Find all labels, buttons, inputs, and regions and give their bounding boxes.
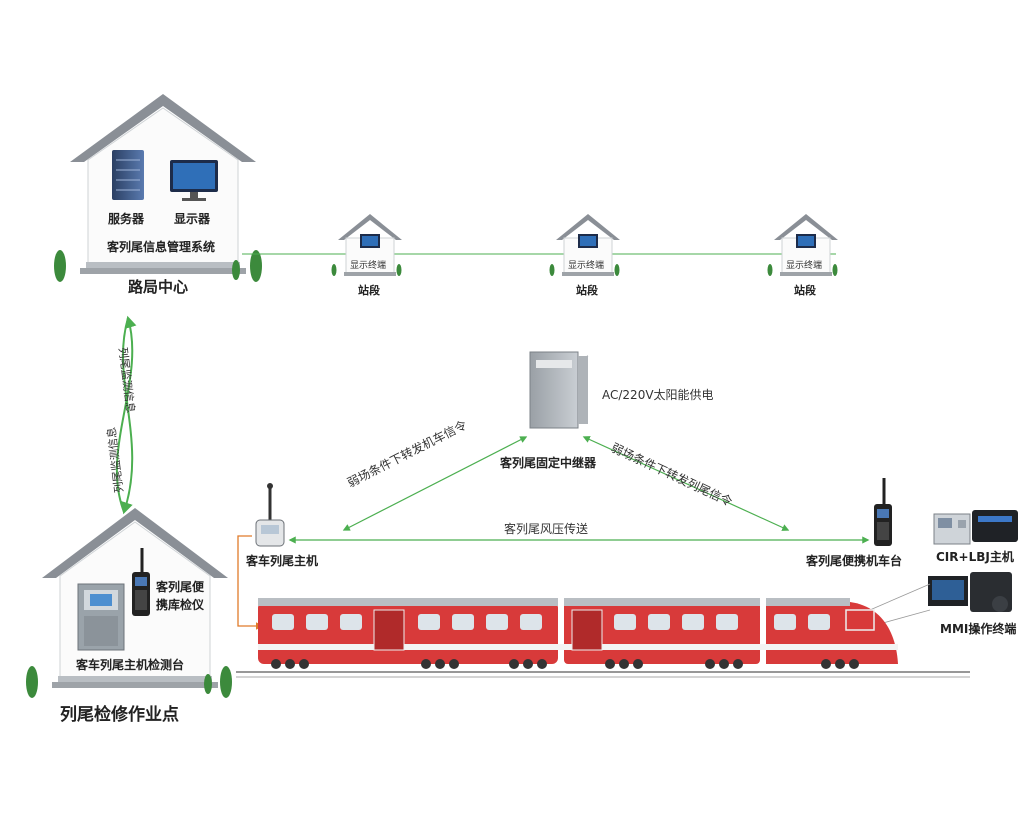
system-label: 客列尾信息管理系统	[107, 240, 216, 254]
test-bench-icon	[77, 583, 125, 651]
tree-icon	[54, 250, 262, 282]
cir-lbj-unit-icon	[933, 510, 1018, 545]
repeater-name-label: 客列尾固定中继器	[500, 456, 597, 470]
mmi-terminal-icon	[928, 572, 1012, 612]
station-house-3	[767, 214, 838, 276]
monitor-icon	[170, 160, 218, 201]
monitor-curve-up	[115, 315, 137, 513]
server-icon	[112, 150, 144, 200]
station-1-terminal: 显示终端	[350, 261, 387, 271]
monitor-label: 显示器	[174, 212, 211, 226]
pressure-label: 客列尾风压传送	[504, 522, 589, 536]
monitor-curve-down	[121, 317, 134, 515]
mmi-label: MMI操作终端	[940, 622, 1017, 636]
portable-radio-icon	[874, 478, 892, 546]
left-forward-arrow	[342, 436, 528, 531]
right-forward-arrow	[582, 436, 790, 531]
station-house-2	[549, 214, 620, 276]
station-1-name: 站段	[358, 284, 380, 297]
bureau-title: 路局中心	[128, 278, 189, 296]
tester-label-line1: 客列尾便	[156, 580, 205, 594]
handheld-tester-icon	[132, 548, 150, 616]
cir-lbj-label: CIR+LBJ主机	[936, 550, 1014, 564]
repeater-cabinet-icon	[529, 351, 589, 429]
train-host-label: 客车列尾主机	[246, 554, 319, 568]
station-2-name: 站段	[576, 284, 598, 297]
station-2-terminal: 显示终端	[568, 261, 605, 271]
bench-label: 客车列尾主机检测台	[76, 658, 185, 672]
host-link-arrow	[237, 535, 264, 630]
portable-radio-label: 客列尾便携机车台	[806, 554, 903, 568]
repeater-power-label: AC/220V太阳能供电	[602, 388, 714, 402]
bureau-house	[70, 94, 256, 274]
train-host-radio-icon	[255, 483, 285, 547]
workshop-title: 列尾检修作业点	[60, 705, 179, 725]
tester-label-line2: 携库检仪	[156, 598, 205, 612]
station-3-terminal: 显示终端	[786, 261, 823, 271]
server-label: 服务器	[108, 212, 145, 226]
station-house-1	[331, 214, 402, 276]
train-icon	[258, 598, 898, 669]
station-3-name: 站段	[794, 284, 816, 297]
